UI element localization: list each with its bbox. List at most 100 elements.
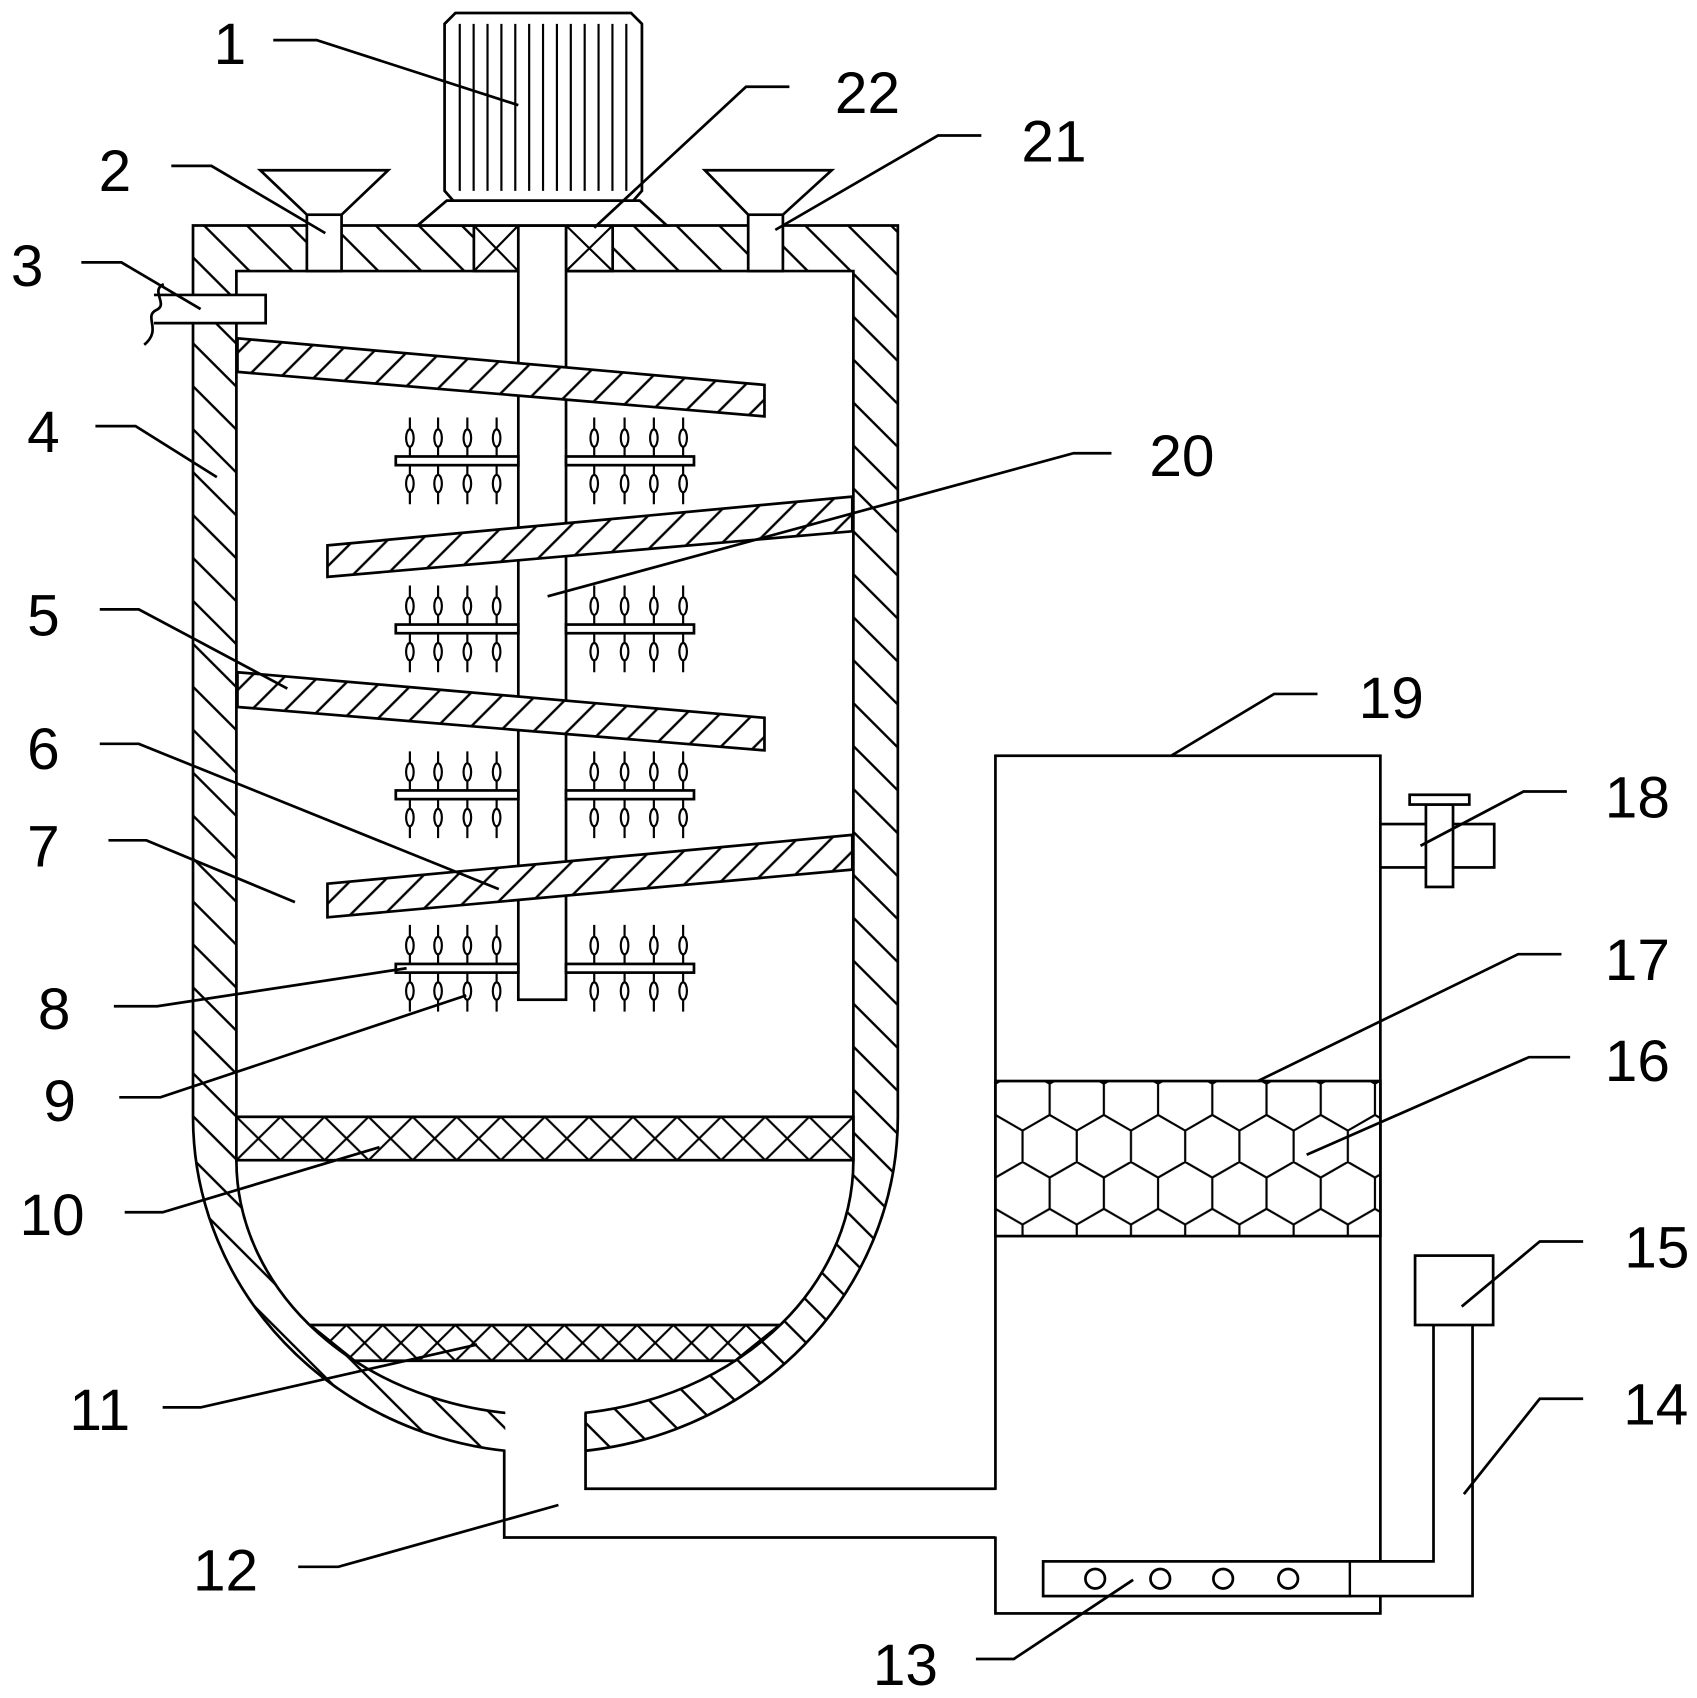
tooth-bead <box>405 473 415 494</box>
tooth-bead <box>648 807 659 828</box>
stirring-tooth <box>405 751 415 839</box>
discharge-pipe-inner <box>584 1412 996 1491</box>
air-pipe <box>1350 1323 1474 1598</box>
tooth-bead <box>678 596 689 616</box>
tooth-bead <box>678 935 689 956</box>
aerator-hole <box>1149 1567 1172 1590</box>
tooth-bead <box>433 428 443 448</box>
callout-label: 10 <box>19 1183 84 1248</box>
stirring-assembly <box>394 417 696 1012</box>
tooth-bead <box>589 641 600 662</box>
tooth-bead <box>619 762 630 782</box>
air-pump <box>1413 1254 1495 1327</box>
aerator-hole <box>1212 1567 1235 1590</box>
stirring-rod <box>564 455 696 467</box>
callout-label: 22 <box>835 61 900 126</box>
stirring-rod <box>564 789 696 801</box>
break-line <box>143 282 165 346</box>
aerator <box>1041 1560 1352 1598</box>
leader-line <box>99 742 500 891</box>
leader-line <box>1170 692 1318 757</box>
leader-line <box>95 424 218 479</box>
leader-line <box>1257 952 1562 1083</box>
leader-line <box>1460 1240 1584 1308</box>
stirring-tooth <box>648 585 659 673</box>
leader-lines <box>81 38 1584 1661</box>
tooth-bead <box>589 428 600 448</box>
tooth-bead <box>648 762 659 782</box>
tooth-bead <box>462 807 473 828</box>
tooth-bead <box>589 981 600 1001</box>
tooth-bead <box>619 981 630 1001</box>
filter-layer-upper <box>235 1115 855 1162</box>
tooth-bead <box>648 473 659 494</box>
stirring-tooth <box>491 585 502 673</box>
leader-line <box>108 838 296 904</box>
callout-label: 3 <box>11 234 44 299</box>
side-feed-pipe-body <box>151 294 266 324</box>
tooth-bead <box>678 807 689 828</box>
tooth-bead <box>405 935 415 956</box>
tooth-bead <box>462 473 473 494</box>
callout-label: 15 <box>1624 1216 1689 1281</box>
tooth-bead <box>678 428 689 448</box>
air-pipe-outer <box>1350 1325 1474 1598</box>
tooth-bead <box>589 935 600 956</box>
helical-blade <box>236 670 766 752</box>
helical-blade <box>326 833 854 919</box>
tooth-bead <box>678 641 689 662</box>
leader-line <box>99 608 288 690</box>
tooth-bead <box>648 981 659 1001</box>
valve-stem <box>1424 803 1455 889</box>
leader-line <box>124 1145 380 1214</box>
tooth-bead <box>491 428 502 448</box>
side-feed-pipe <box>143 282 268 346</box>
callout-label: 7 <box>27 814 60 879</box>
tooth-bead <box>648 935 659 956</box>
air-pipe-inner <box>1350 1325 1435 1563</box>
stirring-tooth <box>491 751 502 839</box>
tooth-bead <box>433 935 443 956</box>
stirring-tooth <box>589 585 600 673</box>
tooth-bead <box>405 981 415 1001</box>
callout-label: 18 <box>1605 766 1670 831</box>
tooth-bead <box>619 935 630 956</box>
tooth-bead <box>462 935 473 956</box>
tooth-bead <box>648 596 659 616</box>
tooth-bead <box>433 807 443 828</box>
callout-label: 17 <box>1605 928 1670 993</box>
tooth-bead <box>678 473 689 494</box>
tooth-bead <box>619 641 630 662</box>
callout-label: 6 <box>27 717 60 782</box>
tooth-bead <box>462 762 473 782</box>
helical-blade <box>236 336 766 418</box>
stirring-tooth <box>648 417 659 505</box>
callout-label: 1 <box>214 12 247 77</box>
tooth-bead <box>405 596 415 616</box>
tooth-bead <box>433 762 443 782</box>
tooth-bead <box>462 596 473 616</box>
motor-cooling-fins <box>458 23 628 191</box>
outlet-valve <box>1379 793 1496 889</box>
bearing-left-cross <box>473 224 520 272</box>
tooth-bead <box>678 762 689 782</box>
tooth-bead <box>462 428 473 448</box>
tooth-bead <box>619 596 630 616</box>
tooth-bead <box>589 762 600 782</box>
callout-label: 5 <box>27 583 60 648</box>
leader-line <box>273 38 519 107</box>
stirring-rod <box>394 962 520 974</box>
helical-blade <box>326 495 854 579</box>
leader-line <box>1419 790 1567 847</box>
bearing-right-cross <box>565 224 614 272</box>
tooth-bead <box>491 596 502 616</box>
leader-line <box>81 261 202 311</box>
tooth-bead <box>619 473 630 494</box>
air-pipe-bore <box>1351 1323 1472 1595</box>
discharge-pipe-outer <box>502 1449 996 1539</box>
valve-handle <box>1408 793 1471 806</box>
tooth-bead <box>619 428 630 448</box>
motor-mount <box>413 199 671 227</box>
discharge-pipe-bore <box>505 1407 999 1537</box>
leader-line <box>975 1578 1134 1661</box>
